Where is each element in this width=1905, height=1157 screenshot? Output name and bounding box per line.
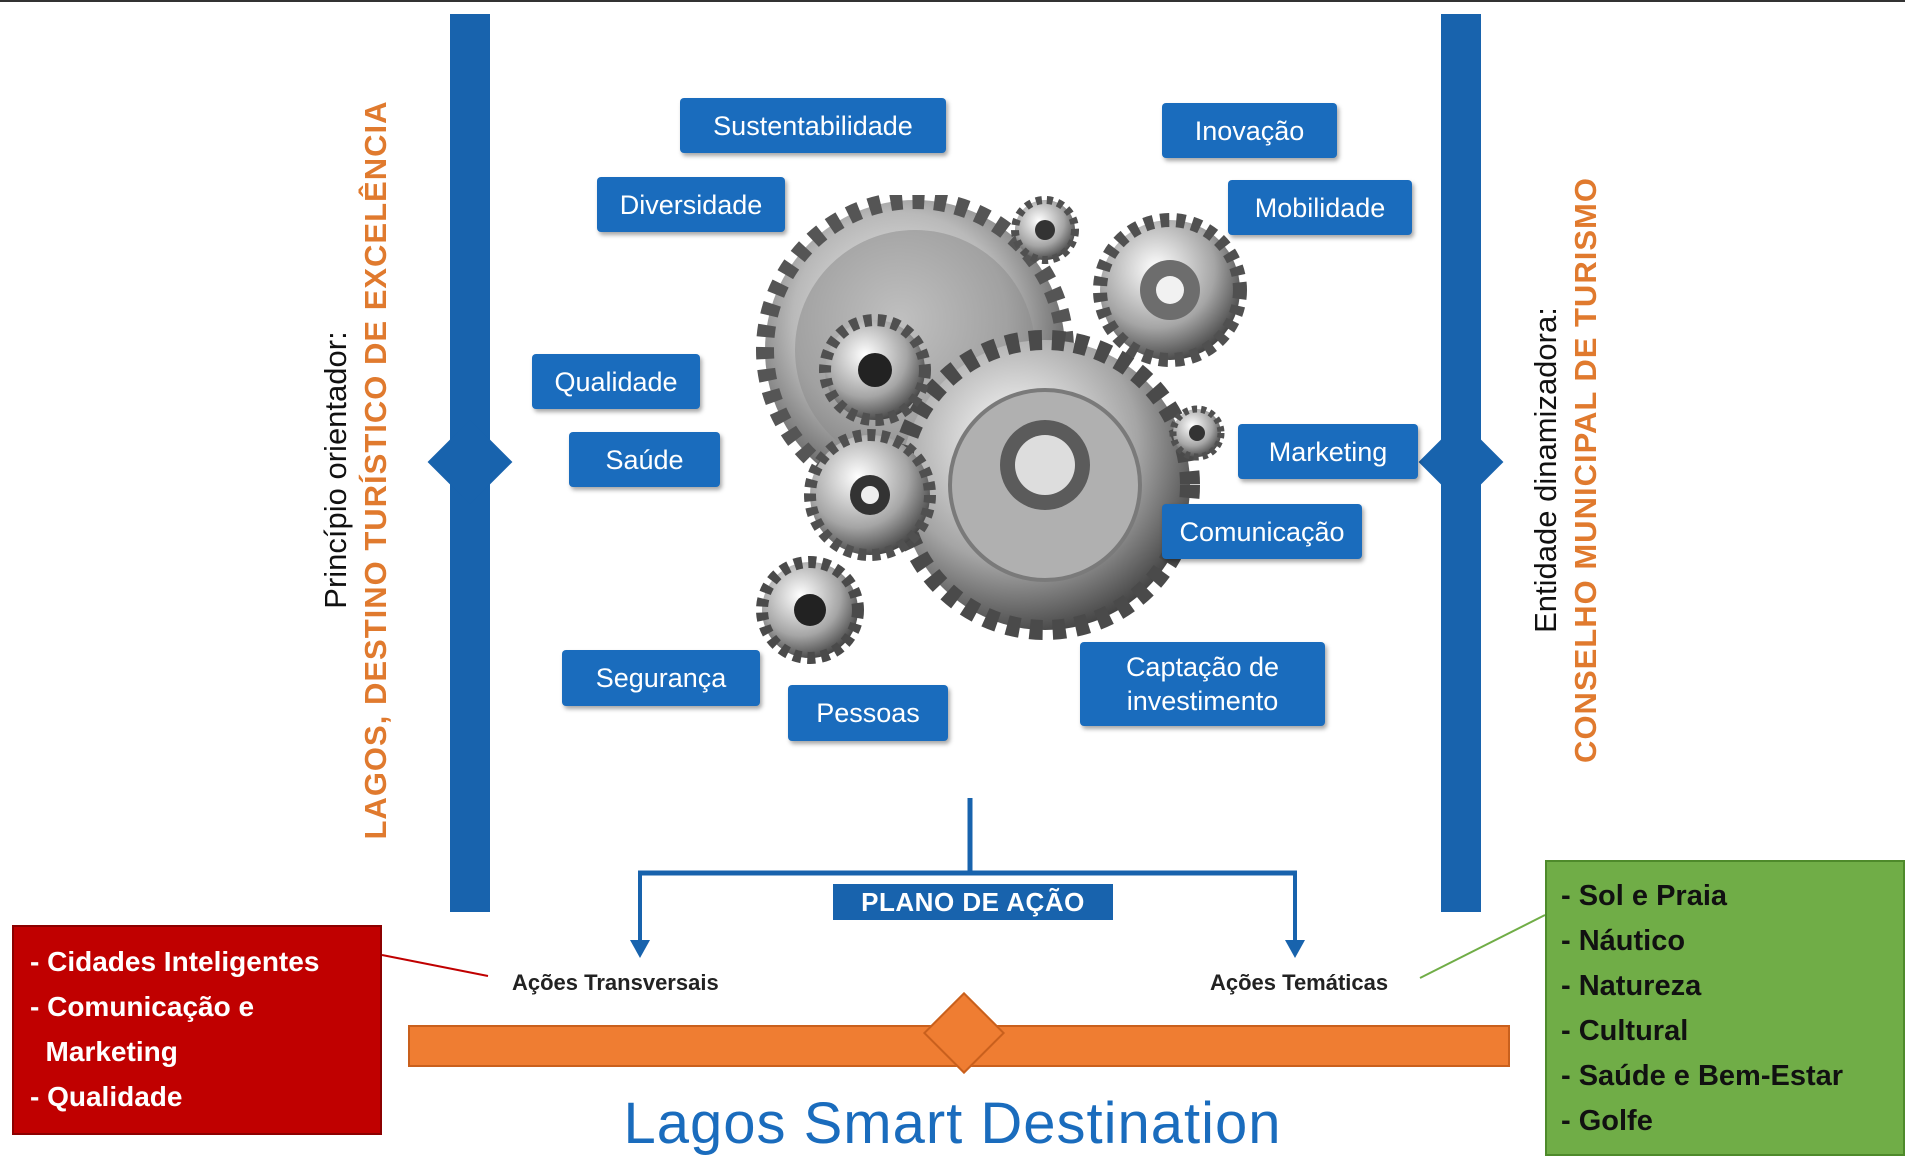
tag-mobilidade: Mobilidade [1228, 180, 1412, 235]
thematic-actions-label: Ações Temáticas [1210, 970, 1389, 995]
top-border-line [0, 0, 1905, 2]
transversal-item: - Comunicação e [30, 991, 255, 1022]
left-lower-gear-icon [804, 429, 936, 561]
transversal-item: - Cidades Inteligentes [30, 946, 320, 977]
thematic-item: - Náutico [1561, 925, 1686, 957]
tag-sustentabilidade: Sustentabilidade [680, 98, 946, 153]
tag-pessoas: Pessoas [788, 685, 948, 741]
tag-captacao-investimento: Captação de investimento [1080, 642, 1325, 726]
plan-of-action-label: PLANO DE AÇÃO [833, 884, 1113, 920]
top-right-gear-icon [1093, 213, 1247, 367]
small-right-gear-icon [1169, 405, 1225, 461]
thematic-item: - Cultural [1561, 1015, 1689, 1047]
tag-inovacao: Inovação [1162, 103, 1337, 158]
thematic-item: - Sol e Praia [1561, 880, 1728, 912]
tag-seguranca: Segurança [562, 650, 760, 706]
tag-saude: Saúde [569, 432, 720, 487]
thematic-item: - Saúde e Bem-Estar [1561, 1060, 1844, 1092]
transversal-actions-label: Ações Transversais [512, 970, 719, 995]
tag-qualidade: Qualidade [532, 354, 700, 409]
small-top-gear-icon [1011, 196, 1079, 264]
transversal-item: Marketing [30, 1036, 178, 1067]
transversal-actions-box: - Cidades Inteligentes - Comunicação e M… [12, 925, 382, 1135]
brand-title: Lagos Smart Destination [623, 1091, 1282, 1156]
tag-comunicacao: Comunicação [1162, 504, 1362, 559]
transversal-item: - Qualidade [30, 1081, 183, 1112]
tag-marketing: Marketing [1238, 424, 1418, 479]
gears-illustration [756, 195, 1247, 664]
bottom-left-gear-icon [756, 556, 864, 664]
main-front-gear-icon [890, 330, 1200, 640]
left-middle-gear-icon [819, 314, 931, 426]
thematic-actions-box: - Sol e Praia - Náutico - Natureza - Cul… [1545, 860, 1905, 1156]
tag-diversidade: Diversidade [597, 177, 785, 232]
thematic-item: - Golfe [1561, 1105, 1653, 1137]
thematic-item: - Natureza [1561, 970, 1702, 1002]
